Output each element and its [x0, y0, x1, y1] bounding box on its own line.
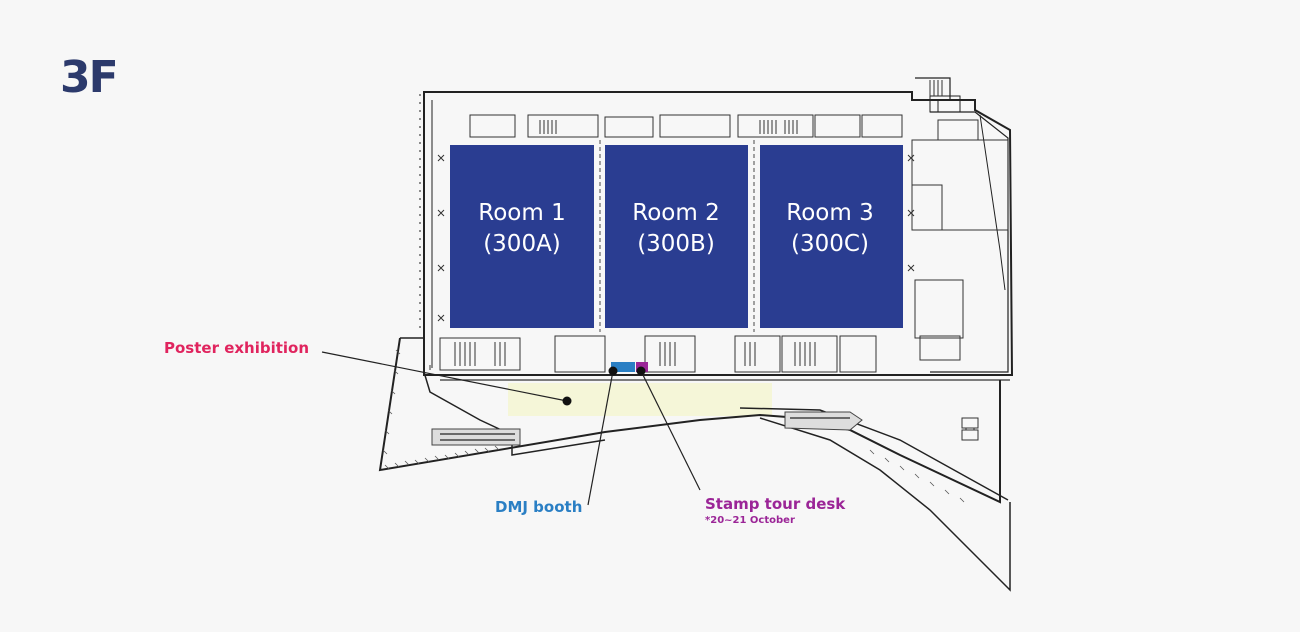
building-outline [419, 77, 1014, 376]
room-1-name: Room 1 [478, 200, 565, 226]
room-dividers [599, 140, 755, 332]
dmj-booth-marker[interactable] [611, 362, 635, 372]
poster-exhibition-label: Poster exhibition [164, 339, 309, 357]
column-markers [437, 154, 915, 322]
top-stairs [539, 80, 943, 134]
callout-leader-lines [321, 351, 701, 506]
stamp-tour-desk-label: Stamp tour desk [705, 495, 846, 513]
escalator-left [431, 428, 521, 446]
room-3-name: Room 3 [786, 200, 873, 226]
room-3-code: (300C) [791, 231, 869, 257]
stamp-tour-desk-note: *20~21 October [705, 515, 795, 526]
lower-stairs [454, 342, 816, 366]
poster-exhibition-area [508, 383, 772, 416]
room-1[interactable]: Room 1 (300A) [450, 145, 594, 328]
dmj-booth-label: DMJ booth [495, 498, 582, 516]
kiosk-icon [961, 417, 979, 441]
lower-service-rooms [429, 335, 1010, 381]
room-1-code: (300A) [483, 231, 561, 257]
callout-dots [562, 366, 646, 406]
room-2-code: (300B) [637, 231, 715, 257]
room-2-name: Room 2 [632, 200, 719, 226]
top-service-rooms [469, 114, 1009, 339]
escalator-right [784, 411, 863, 431]
floor-label: 3F [60, 52, 119, 103]
terrace-hatching [382, 349, 965, 503]
room-3[interactable]: Room 3 (300C) [760, 145, 903, 328]
room-2[interactable]: Room 2 (300B) [605, 145, 748, 328]
